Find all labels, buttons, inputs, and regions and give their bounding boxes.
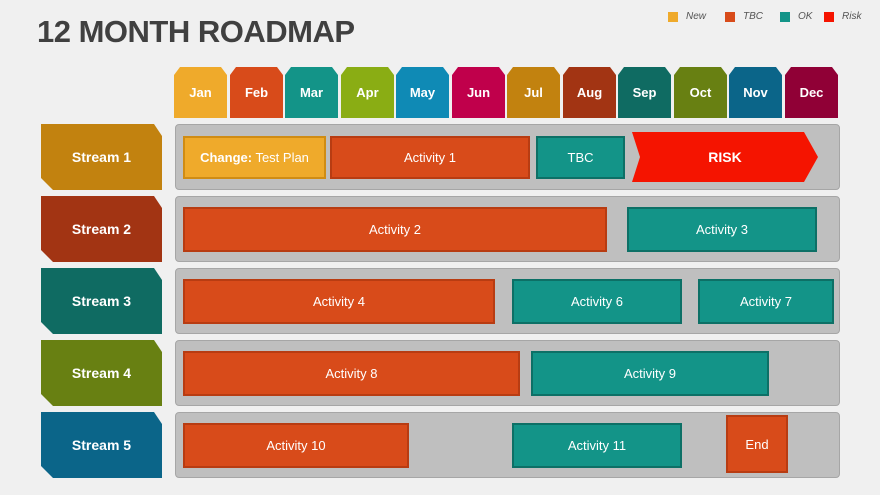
legend-ok: OK: [780, 11, 812, 22]
month-feb: Feb: [230, 67, 283, 118]
month-jan: Jan: [174, 67, 227, 118]
legend-new: New: [668, 11, 706, 22]
legend-label: OK: [798, 11, 813, 22]
end-bar: End: [726, 415, 788, 473]
activity-6-bar: Activity 6: [512, 279, 682, 324]
risk-arrow: RISK: [632, 132, 818, 182]
month-mar: Mar: [285, 67, 338, 118]
activity-10-bar: Activity 10: [183, 423, 409, 468]
legend-label: Risk: [842, 11, 862, 22]
month-oct: Oct: [674, 67, 727, 118]
activity-8-bar: Activity 8: [183, 351, 520, 396]
legend-swatch: [668, 11, 678, 22]
stream-3-label: Stream 3: [41, 268, 162, 334]
change-test-plan-bar: Change: Test Plan: [183, 136, 326, 179]
month-apr: Apr: [341, 67, 394, 118]
stream-1-label: Stream 1: [41, 124, 162, 190]
stream-5-label: Stream 5: [41, 412, 162, 478]
legend-swatch: [824, 11, 834, 22]
stream-2-label: Stream 2: [41, 196, 162, 262]
legend-swatch: [780, 11, 790, 22]
month-sep: Sep: [618, 67, 671, 118]
month-aug: Aug: [563, 67, 616, 118]
month-dec: Dec: [785, 67, 838, 118]
page-title: 12 MONTH ROADMAP: [37, 14, 355, 49]
legend-label: TBC: [743, 11, 763, 22]
activity-7-bar: Activity 7: [698, 279, 834, 324]
month-jun: Jun: [452, 67, 505, 118]
activity-1-bar: Activity 1: [330, 136, 530, 179]
month-nov: Nov: [729, 67, 782, 118]
stream-4-label: Stream 4: [41, 340, 162, 406]
legend-risk: Risk: [824, 11, 861, 22]
activity-9-bar: Activity 9: [531, 351, 769, 396]
legend-swatch: [725, 11, 735, 22]
month-may: May: [396, 67, 449, 118]
month-jul: Jul: [507, 67, 560, 118]
activity-4-bar: Activity 4: [183, 279, 495, 324]
legend-label: New: [686, 11, 707, 22]
change-prefix: Change:: [200, 150, 253, 165]
activity-2-bar: Activity 2: [183, 207, 607, 252]
change-text: Test Plan: [252, 150, 309, 165]
activity-3-bar: Activity 3: [627, 207, 817, 252]
activity-11-bar: Activity 11: [512, 423, 682, 468]
legend-tbc: TBC: [725, 11, 763, 22]
tbc-bar: TBC: [536, 136, 625, 179]
